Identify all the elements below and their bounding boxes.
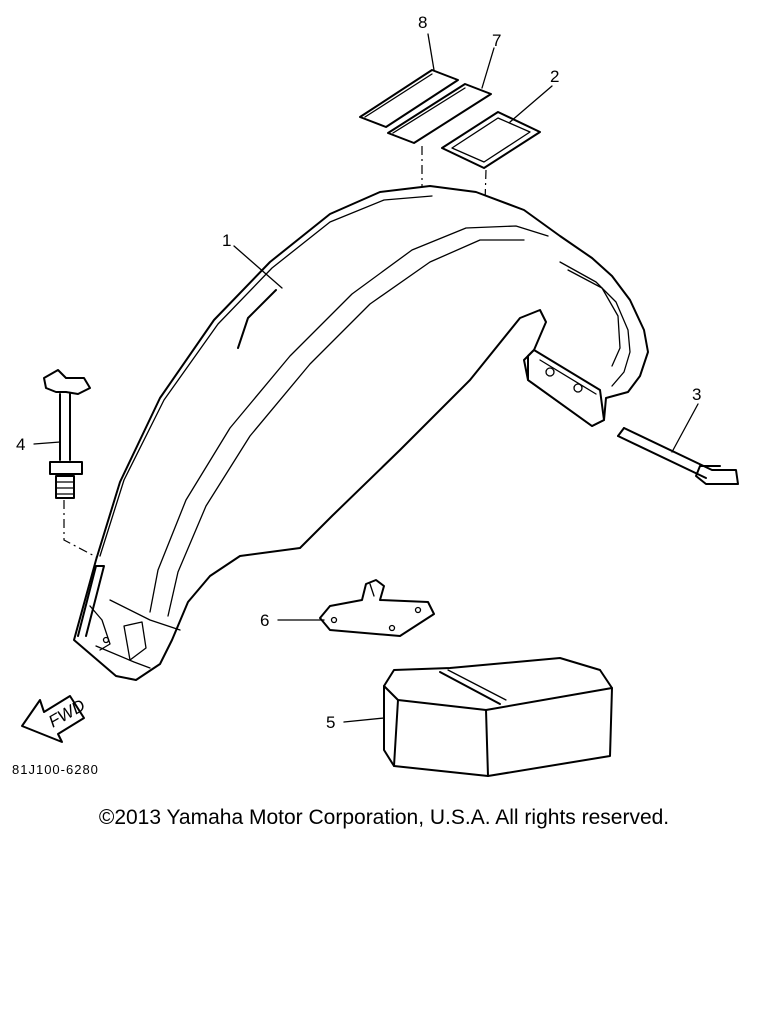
part-7-decal: [387, 83, 492, 144]
part-1-fender: [73, 185, 649, 681]
part-8-decal: [359, 69, 459, 128]
callout-6: 6: [260, 611, 269, 630]
part-2-emblem: [441, 111, 541, 169]
copyright-notice: ©2013 Yamaha Motor Corporation, U.S.A. A…: [98, 806, 670, 829]
callout-4: 4: [16, 435, 25, 454]
callout-5: 5: [326, 713, 335, 732]
part-3-hook-rod: [617, 427, 739, 485]
leader-1: [233, 245, 283, 289]
diagram-code: 81J100-6280: [12, 762, 99, 777]
leader-7: [481, 47, 495, 89]
part-6-bracket: [319, 579, 435, 637]
part-5-box: [383, 657, 613, 777]
callout-7: 7: [492, 31, 501, 50]
fwd-arrow: FWD: [21, 695, 88, 743]
callout-3: 3: [692, 385, 701, 404]
leader-4: [33, 441, 61, 445]
leader-8: [427, 33, 435, 71]
leader-3: [671, 403, 699, 453]
callout-1: 1: [222, 231, 231, 250]
callout-8: 8: [418, 13, 427, 32]
leader-2: [509, 85, 553, 123]
part-4-wing-bolt: [43, 369, 91, 499]
callout-2: 2: [550, 67, 559, 86]
parts-diagram: FWD 8 7 2 1 3 4 6 5: [16, 13, 739, 777]
leader-5: [343, 717, 385, 723]
